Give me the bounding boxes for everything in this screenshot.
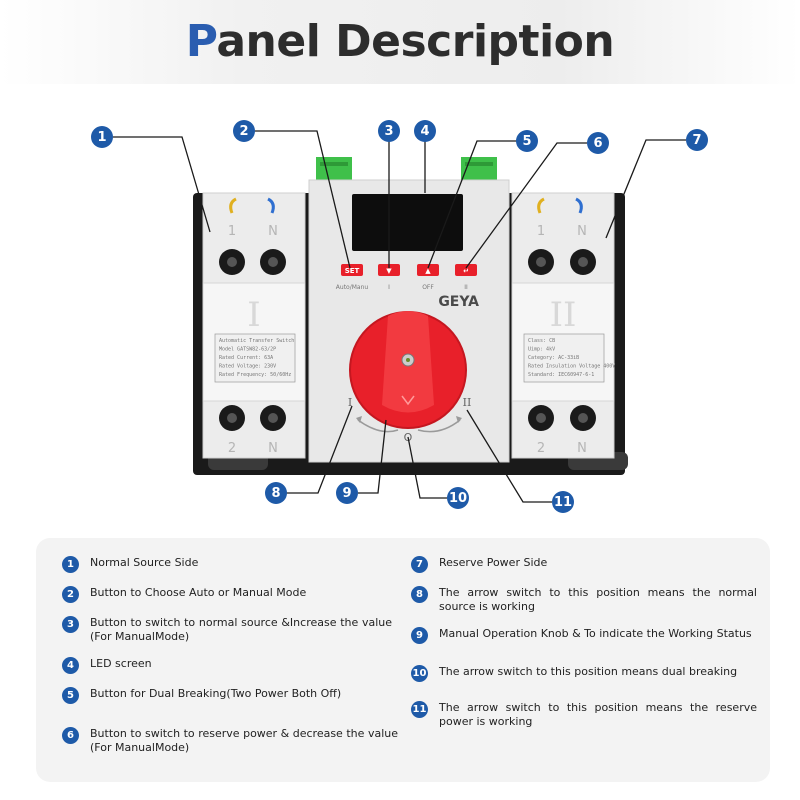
rating-label-line: Rated Insulation Voltage 400V [528,364,615,370]
rating-label-line: Rated Current: 63A [219,355,273,361]
description-item-7: 7 Reserve Power Side [411,556,751,573]
description-text: The arrow switch to this position means … [439,586,757,613]
description-text: The arrow switch to this position means … [439,701,757,728]
description-item-8: 8 The arrow switch to this position mean… [411,586,757,614]
terminal-label: N [268,441,278,456]
green-plug-left [316,157,352,183]
rating-label-line: Rated Frequency: 50/60Hz [219,372,291,378]
description-text: Manual Operation Knob & To indicate the … [439,627,752,640]
terminal-label: 2 [537,441,545,456]
description-text: LED screen [90,657,152,670]
description-text: Button to switch to reserve power & decr… [90,727,398,754]
description-text: The arrow switch to this position means … [439,665,738,678]
callout-5: 5 [516,130,538,152]
callout-4: 4 [414,120,436,142]
description-item-1: 1 Normal Source Side [62,556,402,573]
description-item-10: 10 The arrow switch to this position mea… [411,665,757,682]
description-panel: 1 Normal Source Side 2 Button to Choose … [36,538,770,782]
description-item-6: 6 Button to switch to reserve power & de… [62,727,398,755]
description-number: 4 [62,657,79,674]
description-number: 10 [411,665,428,682]
led-screen [352,194,463,251]
module-roman-numeral: I [247,295,260,335]
description-item-5: 5 Button for Dual Breaking(Two Power Bot… [62,687,402,704]
callout-8: 8 [265,482,287,504]
description-number: 9 [411,627,428,644]
description-item-11: 11 The arrow switch to this position mea… [411,701,757,729]
set-button[interactable] [341,264,363,276]
knob-position-normal: I [348,396,352,409]
up-button-label: ▲ [425,267,431,275]
module-roman-numeral: II [550,295,577,335]
callout-6: 6 [587,132,609,154]
terminal-label: 1 [537,224,545,239]
callout-2: 2 [233,120,255,142]
callout-3: 3 [378,120,400,142]
knob-position-reserve: II [463,396,472,409]
up-button[interactable] [417,264,439,276]
description-text: Button to Choose Auto or Manual Mode [90,586,307,599]
callout-lines [113,130,686,503]
enter-button-label: ↵ [463,267,469,275]
description-text: Button for Dual Breaking(Two Power Both … [90,687,342,700]
description-number: 8 [411,586,428,603]
rating-label-line: Automatic Transfer Switch [219,338,294,344]
up-button-caption: OFF [422,284,434,291]
description-text: Reserve Power Side [439,556,548,569]
terminal-label: N [577,441,587,456]
rating-label-line: Uimp: 4kV [528,347,555,353]
title-first-letter: P [185,16,217,67]
terminal-label: 1 [228,224,236,239]
rating-label-line: Standard: IEC60947-6-1 [528,372,594,378]
description-text: Normal Source Side [90,556,199,569]
description-item-2: 2 Button to Choose Auto or Manual Mode [62,586,402,603]
terminal-label: N [577,224,587,239]
rating-label-line: Rated Voltage: 230V [219,364,276,370]
callout-1: 1 [91,126,113,148]
enter-button[interactable] [455,264,477,276]
set-button-caption: Auto/Manu [336,284,369,291]
title-band [0,0,800,84]
description-item-3: 3 Button to switch to normal source &Inc… [62,616,392,644]
right-breaker-module [511,192,615,459]
down-button-label: ▼ [386,267,392,275]
brand-logo: GEYA [438,294,479,310]
rating-label-line: Category: AC-33iB [528,355,579,361]
page-title: Panel Description [0,16,800,67]
description-number: 6 [62,727,79,744]
callout-9: 9 [336,482,358,504]
description-text: Button to switch to normal source &Incre… [90,616,392,643]
description-number: 11 [411,701,428,718]
manual-operation-knob[interactable] [349,311,467,429]
down-button-caption: I [388,284,390,291]
terminal-label: 2 [228,441,236,456]
description-item-4: 4 LED screen [62,657,402,674]
description-number: 1 [62,556,79,573]
description-number: 7 [411,556,428,573]
callout-10: 10 [447,487,469,509]
rating-label-line: Model GATSW82-63/2P [219,347,276,353]
title-rest: anel Description [216,16,615,67]
green-plug-right [461,157,497,183]
description-number: 5 [62,687,79,704]
callout-11: 11 [552,491,574,513]
callout-7: 7 [686,129,708,151]
terminal-label: N [268,224,278,239]
enter-button-caption: II [464,284,468,291]
description-number: 3 [62,616,79,633]
set-button-label: SET [345,267,360,275]
description-item-9: 9 Manual Operation Knob & To indicate th… [411,627,757,644]
down-button[interactable] [378,264,400,276]
left-breaker-module [202,192,306,459]
rating-label-line: Class: CB [528,338,555,344]
description-number: 2 [62,586,79,603]
